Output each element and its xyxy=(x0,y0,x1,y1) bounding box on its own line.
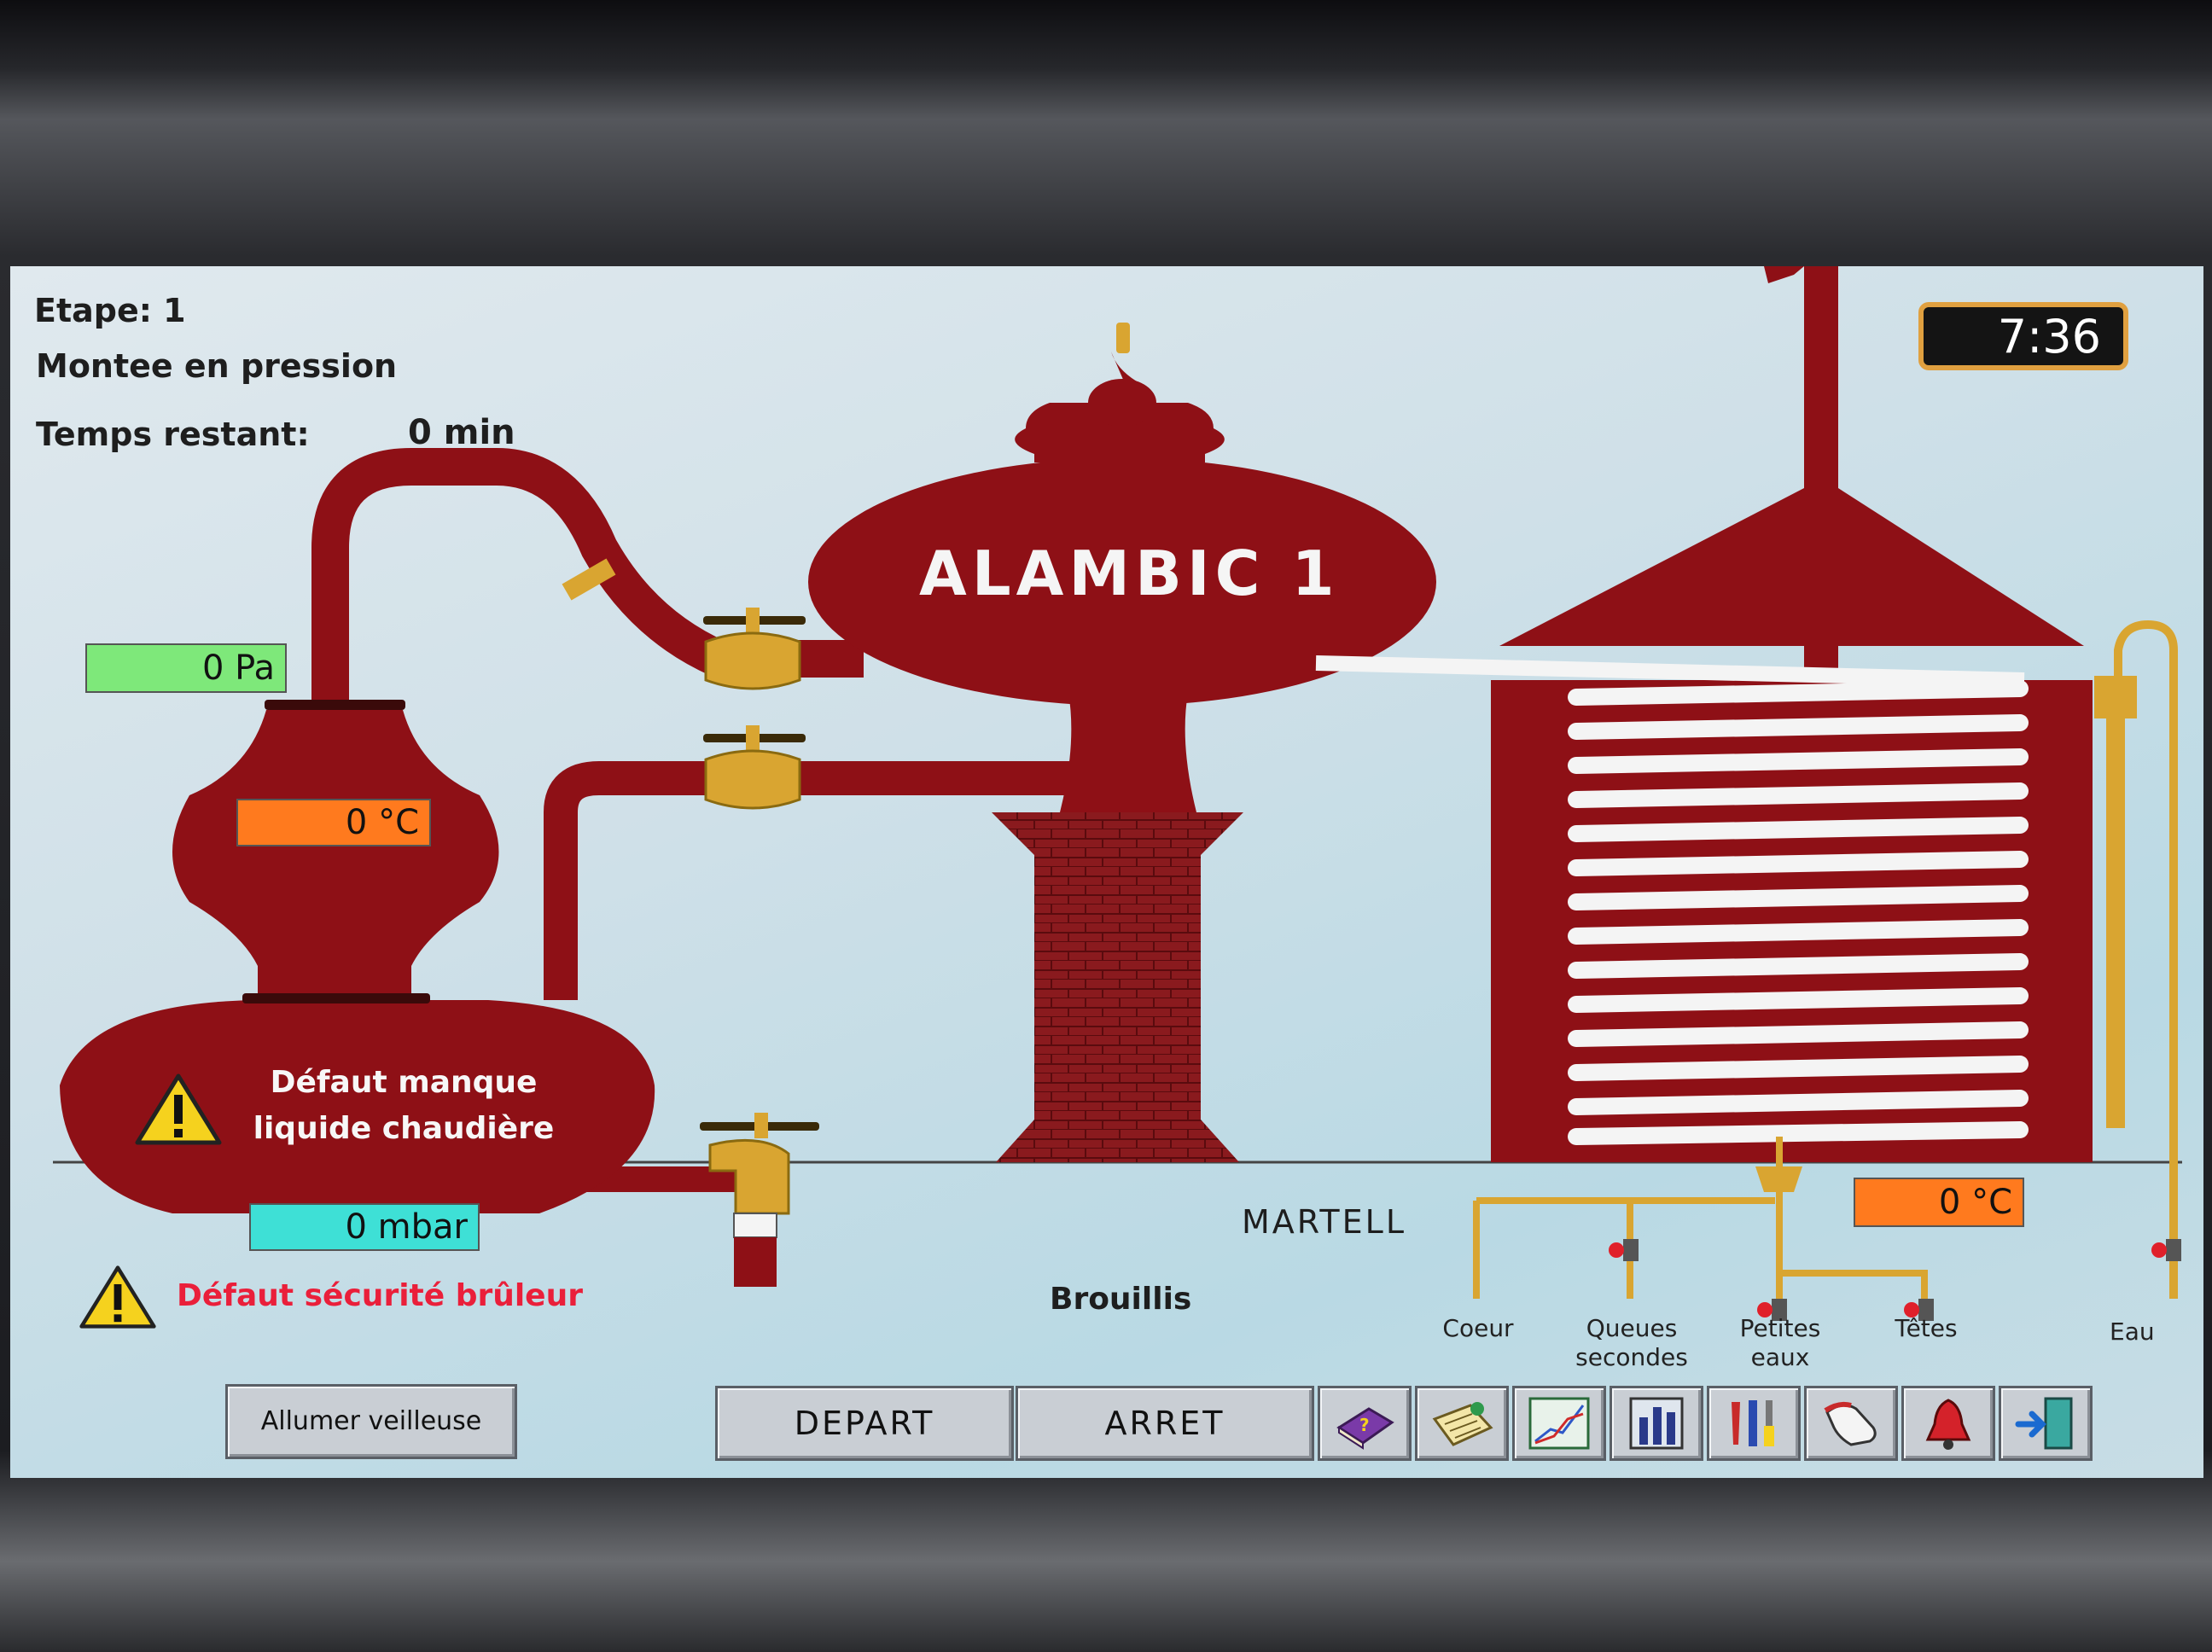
warning-icon xyxy=(135,1073,222,1145)
tools-icon xyxy=(1732,1400,1774,1446)
pipe-collar xyxy=(562,558,616,601)
notes-button[interactable] xyxy=(1415,1386,1509,1461)
chapiteau xyxy=(172,710,499,1000)
outlet-label: Petites eaux xyxy=(1739,1314,1821,1371)
return-pipe xyxy=(544,761,1077,1000)
help-book-icon: ? xyxy=(1336,1407,1394,1450)
time-remaining-value: 0 min xyxy=(408,413,515,452)
liquid-alarm-text: Défaut manque liquide chaudière xyxy=(253,1065,555,1146)
valve-upper xyxy=(703,608,806,690)
warning-icon xyxy=(79,1265,156,1329)
phase-label: Montee en pression xyxy=(36,347,398,385)
outlet-label: Queues secondes xyxy=(1575,1314,1688,1371)
outlet-label: Têtes xyxy=(1895,1314,1958,1342)
preheater-vessel xyxy=(808,458,1436,706)
alarm-bell-icon xyxy=(1925,1399,1971,1450)
stop-button[interactable]: ARRET xyxy=(1016,1386,1314,1461)
burner-alarm-text: Défaut sécurité brûleur xyxy=(177,1278,583,1313)
bargraph-button[interactable] xyxy=(1610,1386,1703,1461)
time-remaining-label: Temps restant: xyxy=(36,416,310,453)
still-diagram xyxy=(53,266,2182,1321)
bargraph-icon xyxy=(1629,1397,1684,1450)
water-inlet xyxy=(2094,676,2137,718)
hand-icon xyxy=(1824,1401,1877,1446)
brouillis-label: Brouillis xyxy=(1050,1282,1192,1317)
neck-ring xyxy=(265,700,405,710)
still-title: ALAMBIC 1 xyxy=(919,538,1340,609)
hmi-screen: Etape: 1 Montee en pression Temps restan… xyxy=(10,266,2203,1478)
trend-chart-icon xyxy=(1528,1397,1590,1450)
cooling-coil xyxy=(1568,680,2029,1145)
column-temp-display: 0 °C xyxy=(236,799,431,846)
svg-text:?: ? xyxy=(1359,1415,1370,1435)
boiler xyxy=(60,1000,655,1213)
pressure-pa-display: 0 Pa xyxy=(85,643,287,693)
exit-button[interactable] xyxy=(1999,1386,2093,1461)
top-valve xyxy=(1116,323,1130,353)
brand-label: MARTELL xyxy=(1242,1203,1406,1241)
notes-icon xyxy=(1432,1402,1493,1446)
start-button[interactable]: DEPART xyxy=(715,1386,1014,1461)
pilot-light-button[interactable]: Allumer veilleuse xyxy=(225,1384,517,1459)
condenser-hood xyxy=(1499,488,2084,646)
trend-chart-button[interactable] xyxy=(1512,1386,1606,1461)
outlet-label: Coeur xyxy=(1442,1314,1514,1342)
clock-display: 7:36 xyxy=(1918,302,2128,370)
outlet-valves xyxy=(1609,1239,2181,1321)
vapour-pipe xyxy=(1315,655,2025,688)
outlet-label: Eau xyxy=(2110,1318,2155,1346)
pressure-mbar-display: 0 mbar xyxy=(249,1203,480,1251)
valve-lower xyxy=(703,725,806,810)
hand-button[interactable] xyxy=(1804,1386,1898,1461)
swan-neck-pipe xyxy=(311,448,864,710)
help-book-button[interactable]: ? xyxy=(1318,1386,1412,1461)
condenser-temp-display: 0 °C xyxy=(1854,1178,2024,1227)
alarm-bell-button[interactable] xyxy=(1901,1386,1995,1461)
brick-pedestal xyxy=(992,812,1243,1162)
exit-icon xyxy=(2015,1397,2073,1450)
tools-button[interactable] xyxy=(1707,1386,1801,1461)
step-label: Etape: 1 xyxy=(34,292,186,329)
valve-drain xyxy=(700,1113,819,1287)
base-ring xyxy=(242,993,430,1003)
